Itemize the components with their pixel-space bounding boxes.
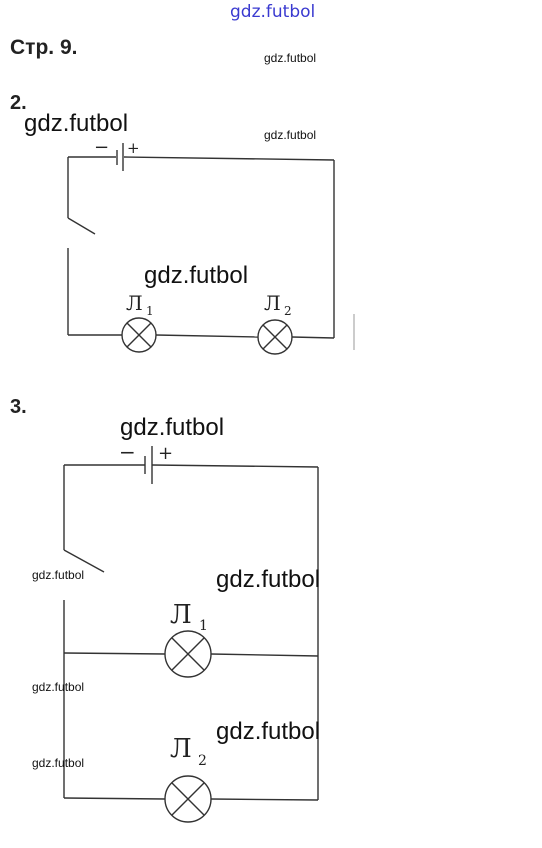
lamp-2-cross-b (262, 324, 288, 350)
watermark: gdz.futbol (120, 414, 225, 441)
lamp-1-index: 1 (199, 618, 208, 634)
task-number-2: 2. (10, 92, 27, 114)
wire-bottom-3 (291, 336, 335, 339)
battery-minus-sign: − (119, 440, 136, 464)
lamp-2-label: Л (264, 291, 281, 315)
task-number-3: 3. (10, 396, 27, 418)
battery-plus-sign: + (127, 139, 140, 157)
switch-blade (67, 217, 96, 235)
branch-2-right (210, 798, 319, 801)
watermark: gdz.futbol (216, 718, 321, 745)
lamp-1-index: 1 (146, 304, 154, 318)
branch-1-left (63, 652, 166, 655)
watermark: gdz.futbol (32, 756, 85, 770)
watermark: gdz.futbol (216, 566, 321, 593)
watermark-top: gdz.futbol (230, 2, 316, 22)
battery-plus-sign: + (158, 443, 173, 464)
watermark: gdz.futbol (24, 110, 129, 137)
watermark: gdz.futbol (264, 128, 317, 142)
battery-minus-sign: − (94, 137, 109, 158)
watermark: gdz.futbol (32, 568, 85, 582)
watermark: gdz.futbol (264, 51, 317, 65)
lamp-1-cross-b (171, 637, 205, 671)
wire-bottom-2 (155, 334, 259, 338)
wire-top-right (151, 464, 319, 468)
circuit-task-2: − + Л 1 Л 2 (67, 137, 355, 355)
watermark: gdz.futbol (32, 680, 85, 694)
lamp-2-cross-b (171, 782, 205, 816)
lamp-2-index: 2 (284, 304, 292, 318)
branch-2-left (63, 797, 166, 800)
lamp-1-cross-b (126, 322, 152, 348)
lamp-1-label: Л (126, 291, 143, 315)
watermark: gdz.futbol (144, 262, 249, 289)
lamp-2-index: 2 (198, 753, 207, 769)
lamp-1-label: Л (170, 600, 192, 630)
circuit-task-3: − + Л 1 Л 2 (63, 440, 319, 823)
lamp-2-label: Л (170, 734, 192, 764)
wire-top-right (123, 156, 335, 161)
branch-1-right (210, 653, 319, 657)
switch-blade (63, 549, 105, 573)
page-title: Стр. 9. (10, 36, 78, 59)
